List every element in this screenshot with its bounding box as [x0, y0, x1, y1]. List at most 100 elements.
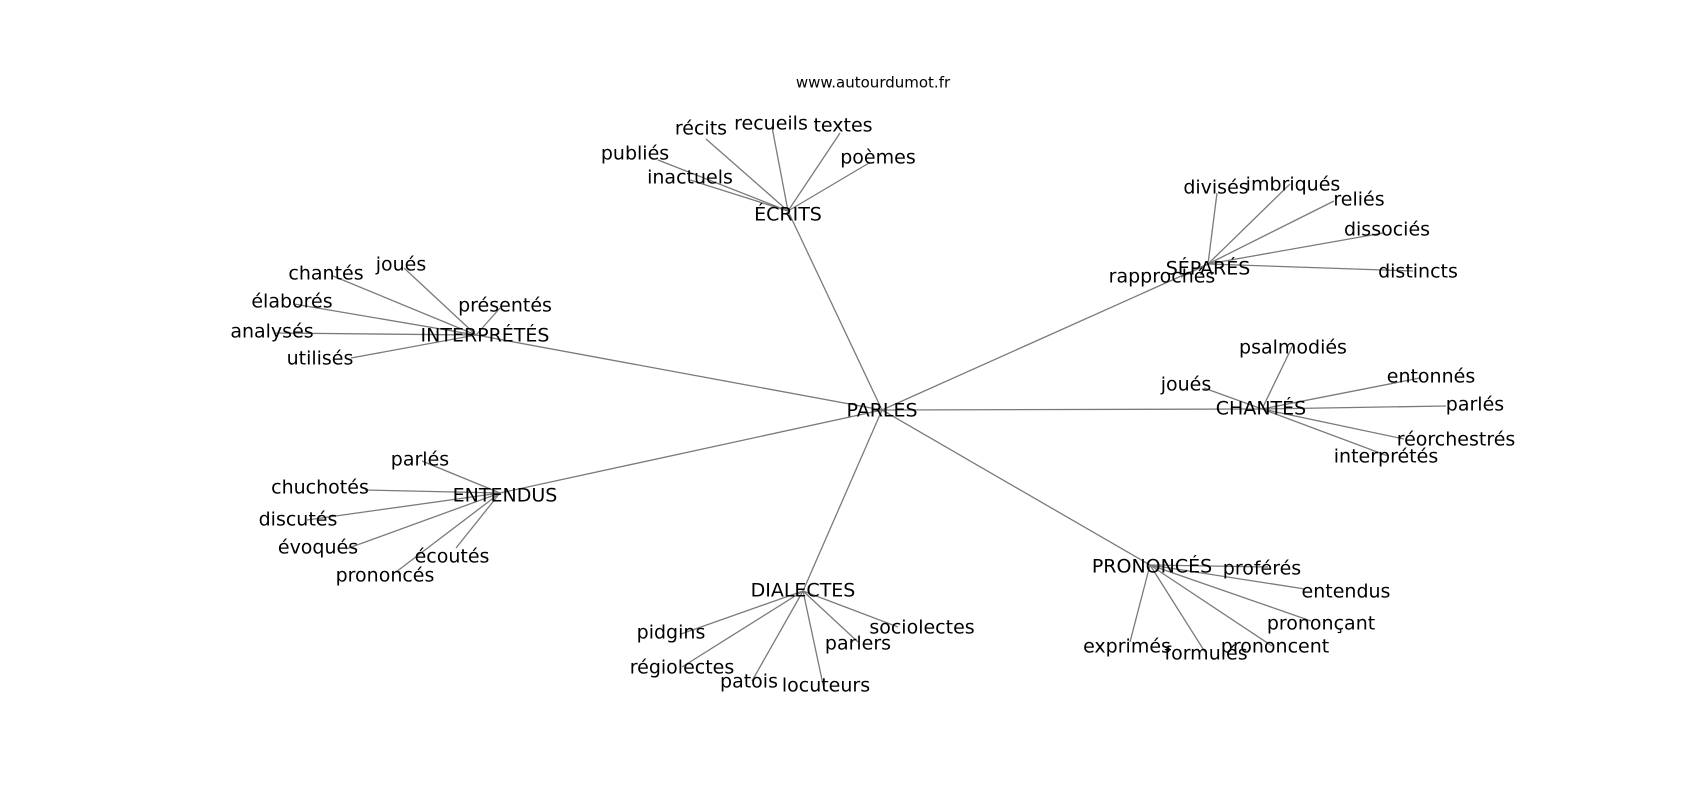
edge-separes-leaf — [1207, 192, 1218, 265]
edge-interpretes-leaf — [475, 307, 501, 336]
leaf-node: réorchestrés — [1397, 429, 1516, 451]
leaf-node: utilisés — [287, 348, 354, 370]
leaf-node: dissociés — [1344, 219, 1430, 241]
edge-prononces-leaf — [1129, 564, 1151, 643]
edge-dialectes-leaf — [751, 590, 804, 682]
edge-chantes-leaf — [1261, 408, 1389, 457]
leaf-node: présentés — [458, 295, 552, 317]
leaf-node: joués — [375, 254, 427, 276]
edge-interpretes-leaf — [332, 275, 477, 336]
edge-dialectes-leaf — [802, 590, 825, 690]
edge-interpretes-leaf — [273, 332, 477, 336]
edge-separes-leaf — [1207, 232, 1384, 265]
edge-chantes-leaf — [1261, 408, 1405, 440]
hub-separes: SÉPARÉS — [1166, 257, 1251, 280]
leaf-node: chantés — [288, 263, 363, 285]
edge-entendus-leaf — [306, 492, 501, 521]
edge-interpretes-leaf — [403, 267, 477, 336]
hub-interpretes: INTERPRÉTÉS — [421, 324, 550, 347]
hub-chantes: CHANTÉS — [1216, 397, 1306, 420]
edge-separes-leaf — [1207, 263, 1414, 272]
edge-ecrits-leaf — [787, 132, 841, 212]
leaf-node: régiolectes — [630, 657, 735, 679]
leaf-node: élaborés — [251, 291, 332, 313]
edges — [273, 126, 1447, 690]
leaf-node: parlés — [391, 449, 449, 471]
hub-entendus: ENTENDUS — [453, 485, 558, 507]
edge-interpretes-leaf — [293, 303, 477, 336]
leaf-node: pidgins — [637, 622, 706, 644]
leaf-node: récits — [675, 118, 727, 140]
edge-prononces-leaf — [1149, 564, 1269, 568]
leaf-node: inactuels — [647, 167, 733, 189]
edge-dialectes-leaf — [680, 590, 804, 635]
edge-ecrits-leaf — [689, 179, 789, 212]
edge-entendus-leaf — [364, 489, 501, 494]
edge-prononces-leaf — [1149, 564, 1312, 622]
leaf-node: prononcés — [336, 565, 435, 587]
leaf-node: distincts — [1378, 261, 1458, 283]
leaf-node: évoqués — [278, 537, 358, 559]
edge-interpretes-leaf — [350, 334, 477, 359]
edge-ecrits-leaf — [705, 138, 789, 212]
edge-center-entendus — [499, 409, 883, 494]
leaf-node: publiés — [601, 143, 669, 165]
edge-center-interpretes — [475, 334, 883, 411]
leaf-node: entonnés — [1387, 366, 1475, 388]
edge-ecrits-leaf — [657, 159, 789, 212]
hub-prononces: PRONONCÉS — [1092, 555, 1212, 578]
leaf-node: poèmes — [840, 147, 915, 169]
leaf-node: textes — [813, 115, 872, 137]
edge-center-separes — [881, 263, 1209, 411]
edge-ecrits-leaf — [771, 126, 789, 212]
edge-center-chantes — [881, 408, 1263, 411]
edge-prononces-leaf — [1149, 564, 1206, 653]
edge-chantes-leaf — [1261, 377, 1421, 410]
leaf-node: psalmodiés — [1239, 337, 1347, 359]
edge-prononces-leaf — [1149, 564, 1306, 590]
leaf-node: imbriqués — [1246, 174, 1341, 196]
edge-entendus-leaf — [421, 460, 501, 494]
hub-dialectes: DIALECTES — [751, 580, 856, 602]
leaf-node: divisés — [1183, 177, 1248, 199]
edge-dialectes-leaf — [802, 590, 899, 628]
edge-entendus-leaf — [345, 492, 501, 550]
leaf-node: écoutés — [415, 546, 490, 568]
edge-chantes-leaf — [1261, 405, 1447, 410]
edge-dialectes-leaf — [681, 590, 804, 668]
edge-prononces-leaf — [1149, 564, 1273, 647]
leaf-node: prononçant — [1267, 613, 1375, 635]
leaf-node: parlés — [1446, 394, 1504, 416]
leaf-node: chuchotés — [271, 477, 369, 499]
edge-chantes-leaf — [1203, 387, 1263, 410]
edge-center-prononces — [881, 409, 1151, 566]
leaf-node: sociolectes — [869, 617, 974, 639]
leaf-node: locuteurs — [782, 675, 870, 697]
leaf-node: rapprochés — [1109, 266, 1216, 288]
leaf-node: entendus — [1302, 581, 1391, 603]
edge-separes-leaf — [1207, 200, 1335, 265]
leaf-node: recueils — [734, 113, 808, 135]
leaf-node: parlers — [825, 633, 891, 655]
edge-ecrits-leaf — [787, 162, 870, 212]
hub-ecrits: ÉCRITS — [754, 203, 822, 226]
leaf-node: interprétés — [1334, 446, 1438, 468]
leaf-node: proférés — [1223, 558, 1301, 580]
leaf-node: formulés — [1164, 643, 1247, 665]
center-node: PARLES — [846, 400, 917, 422]
edge-center-ecrits — [787, 210, 883, 411]
edge-entendus-leaf — [455, 492, 501, 549]
edge-center-dialectes — [802, 409, 883, 592]
edge-separes-leaf — [1180, 263, 1209, 278]
edge-dialectes-leaf — [802, 590, 859, 643]
leaf-node: joués — [1160, 374, 1212, 396]
leaf-node: discutés — [259, 509, 338, 531]
edge-entendus-leaf — [395, 492, 501, 573]
leaf-node: reliés — [1333, 189, 1384, 211]
site-url: www.autourdumot.fr — [796, 74, 951, 92]
leaf-node: analysés — [230, 321, 313, 343]
edge-separes-leaf — [1207, 183, 1291, 265]
leaf-node: exprimés — [1083, 636, 1171, 658]
